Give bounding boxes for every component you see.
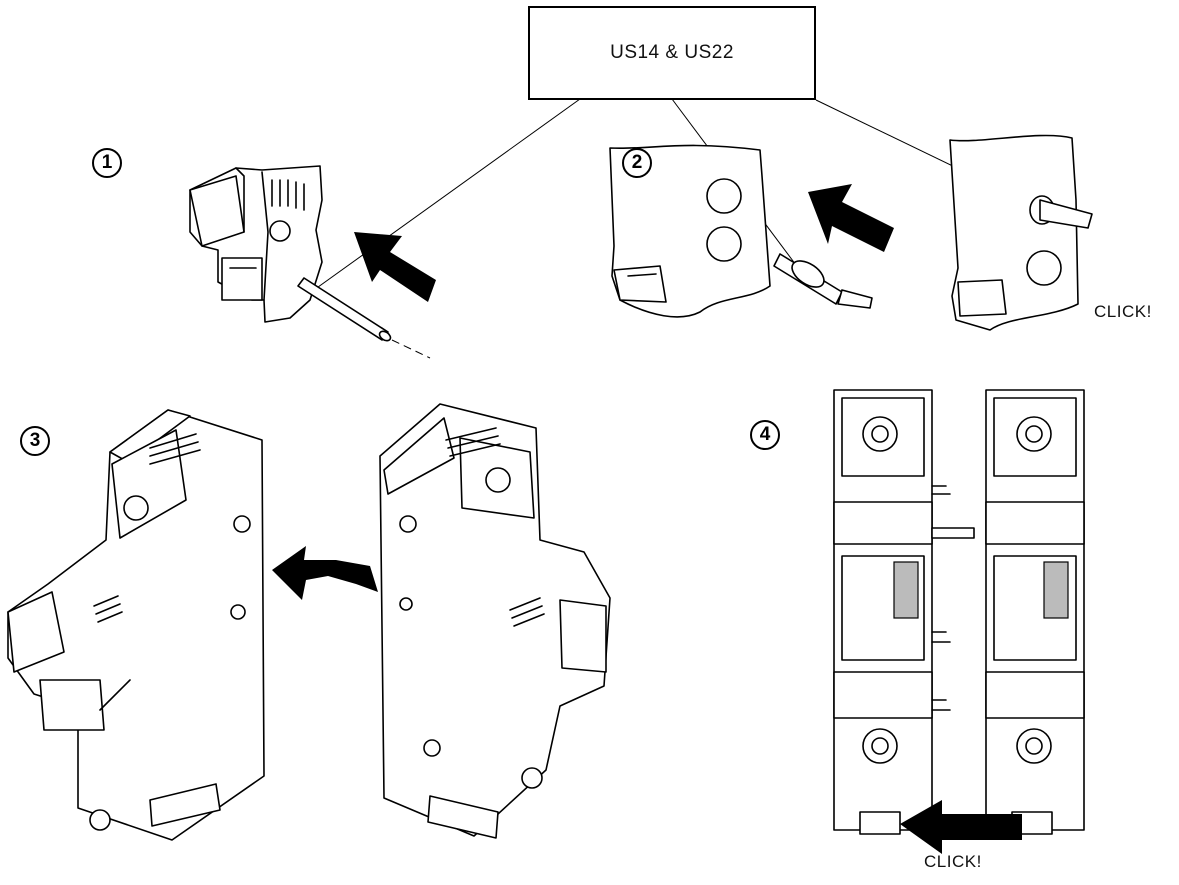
model-callout-box: US14 & US22 (528, 6, 816, 100)
step-4-holder-left (833, 389, 975, 835)
model-callout-label: US14 & US22 (610, 42, 734, 63)
step-2-click-label: CLICK! (1094, 302, 1152, 321)
step-3-holder-left (7, 409, 265, 841)
step-3-rotate-arrow (272, 546, 378, 600)
step-1-connector-pin (297, 277, 431, 359)
step-2-panel-left (609, 144, 771, 318)
step-3-holder-right (379, 403, 611, 839)
step-3-number: 3 (20, 426, 50, 456)
step-2-insert-arrow (808, 184, 894, 252)
step-2-snap-pin (773, 253, 873, 309)
step-1-number: 1 (92, 148, 122, 178)
step-2-number: 2 (622, 148, 652, 178)
step-3-right-cooling-fins (445, 427, 545, 627)
step-3-left-cooling-fins (93, 433, 201, 623)
step-4-holder-right (985, 389, 1085, 835)
step-4-number: 4 (750, 420, 780, 450)
step-2-panel-right (949, 134, 1093, 331)
step-1-cooling-fins (271, 179, 305, 211)
step-1-insert-arrow (354, 232, 436, 302)
step-4-slide-arrow (900, 800, 1022, 854)
step-1-fuse-holder (189, 165, 323, 323)
step-4-click-label: CLICK! (924, 852, 982, 871)
